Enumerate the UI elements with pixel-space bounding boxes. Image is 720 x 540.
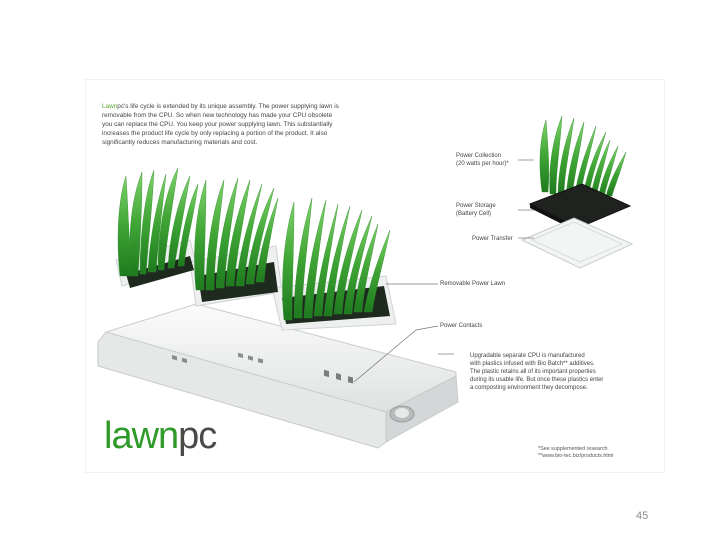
cpu-line-5: a composting environment they decompose. <box>470 385 588 391</box>
cpu-line-4: during its usable life. But once these p… <box>470 377 604 383</box>
label-power-contacts: Power Contacts <box>440 323 483 329</box>
logo-pc: pc <box>178 415 217 457</box>
footnote-2: **www.bio-tec.biz/products.html <box>538 453 614 459</box>
logo-lawn: lawn <box>104 415 179 457</box>
power-collection-sub: (20 watts per hour)* <box>456 161 509 167</box>
label-power-collection: Power Collection (20 watts per hour)* <box>456 152 509 168</box>
lawnpc-drawing <box>97 115 634 449</box>
product-illustration: Lawnpc's life cycle is extended by its u… <box>86 80 664 472</box>
footnotes: *See supplemented research **www.bio-tec… <box>538 446 614 460</box>
intro-text: pc's life cycle is extended by its uniqu… <box>102 103 339 146</box>
label-removable-lawn: Removable Power Lawn <box>440 281 506 287</box>
lawnpc-logo: lawnpc <box>104 415 217 457</box>
grass-blades <box>117 167 391 321</box>
cpu-line-3: The plastic retains all of its important… <box>470 369 596 375</box>
intro-paragraph: Lawnpc's life cycle is extended by its u… <box>102 102 340 147</box>
power-collection-title: Power Collection <box>456 153 502 159</box>
cpu-line-1: Upgradable separate CPU is manufactured <box>470 353 585 359</box>
cpu-line-2: with plastics infused with Bio Batch** a… <box>470 361 595 367</box>
label-cpu-description: Upgradable separate CPU is manufactured … <box>470 352 603 392</box>
footnote-1: *See supplemented research <box>538 446 608 452</box>
label-power-transfer: Power Transfer <box>472 236 513 242</box>
power-storage-sub: (Battery Cell) <box>456 211 492 217</box>
exploded-view <box>520 115 634 269</box>
brand-highlight: Lawn <box>102 103 118 110</box>
page-number: 45 <box>636 510 649 522</box>
power-storage-title: Power Storage <box>456 203 496 209</box>
cpu-base <box>97 303 459 449</box>
leader-lines <box>353 159 534 383</box>
exploded-grass <box>539 115 627 203</box>
label-power-storage: Power Storage (Battery Cell) <box>456 202 496 218</box>
